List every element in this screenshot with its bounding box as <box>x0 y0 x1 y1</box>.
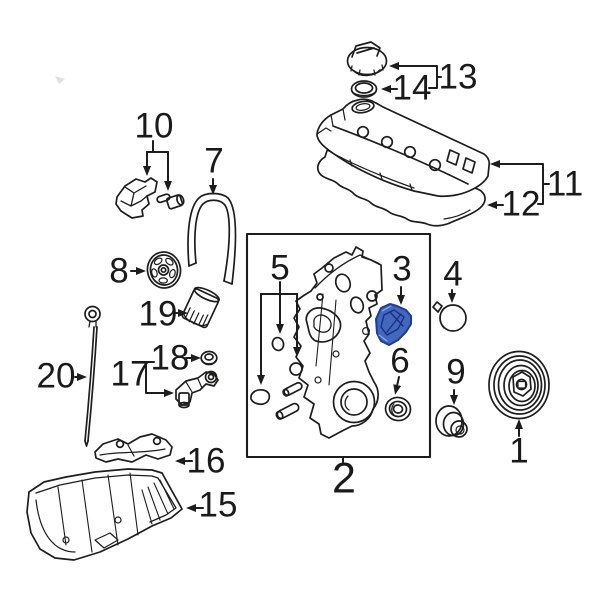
callout-label-17[interactable]: 17 <box>110 354 150 394</box>
callout-leader-10 <box>146 140 169 153</box>
part-drawing-oil-filter-base[interactable] <box>175 370 219 409</box>
callout-label-7[interactable]: 7 <box>204 141 224 181</box>
callout-label-8[interactable]: 8 <box>109 251 129 291</box>
callout-leader-11 <box>490 160 550 185</box>
part-drawing-crankshaft-pulley[interactable] <box>488 350 550 420</box>
callout-label-5[interactable]: 5 <box>270 248 290 288</box>
part-drawing-oil-pan[interactable] <box>26 468 183 561</box>
part-drawing-seal-plug[interactable] <box>435 405 468 438</box>
callout-label-4[interactable]: 4 <box>443 254 463 294</box>
callout-label-18[interactable]: 18 <box>150 338 190 378</box>
callout-label-19[interactable]: 19 <box>138 294 178 334</box>
part-drawing-grommet[interactable] <box>200 350 218 366</box>
part-drawing-filler-cap-gasket[interactable] <box>350 80 378 98</box>
part-drawing-dipstick[interactable] <box>84 305 101 447</box>
callout-label-20[interactable]: 20 <box>36 356 76 396</box>
callout-label-10[interactable]: 10 <box>134 106 174 146</box>
part-drawing-baffle-plate[interactable] <box>94 433 173 463</box>
callout-label-14[interactable]: 14 <box>392 68 432 108</box>
faint-mark <box>55 76 65 84</box>
callout-label-1[interactable]: 1 <box>509 431 529 471</box>
callout-arrow-6 <box>393 376 402 395</box>
part-drawing-sealing-cap[interactable] <box>432 301 467 332</box>
part-drawing-oil-filter[interactable] <box>181 285 221 329</box>
part-drawing-oil-filler-cap[interactable] <box>346 41 388 77</box>
part-drawing-valve-cover[interactable] <box>316 98 491 198</box>
part-drawing-selected-bracket[interactable] <box>375 303 412 346</box>
part-drawing-sprocket[interactable] <box>145 250 183 290</box>
callout-label-12[interactable]: 12 <box>501 184 541 224</box>
callout-label-9[interactable]: 9 <box>446 352 466 392</box>
callout-leaders <box>74 62 550 512</box>
callout-label-2[interactable]: 2 <box>332 454 356 503</box>
callout-label-6[interactable]: 6 <box>390 341 410 381</box>
group-box-2 <box>245 232 432 459</box>
part-drawing-oil-seal[interactable] <box>384 396 413 423</box>
callout-leader-12-link <box>537 183 544 205</box>
callout-label-13[interactable]: 13 <box>438 57 478 97</box>
callout-label-15[interactable]: 15 <box>198 485 238 525</box>
callout-label-11[interactable]: 11 <box>546 164 584 204</box>
part-drawing-drive-belt[interactable] <box>187 192 237 285</box>
callout-label-3[interactable]: 3 <box>392 249 412 289</box>
part-drawing-mount-bracket-set[interactable] <box>115 177 185 219</box>
callout-leader-17 <box>145 361 174 397</box>
part-drawing-o-ring-set[interactable] <box>250 336 303 420</box>
part-drawing-timing-cover[interactable] <box>293 246 383 439</box>
callout-label-16[interactable]: 16 <box>186 441 226 481</box>
